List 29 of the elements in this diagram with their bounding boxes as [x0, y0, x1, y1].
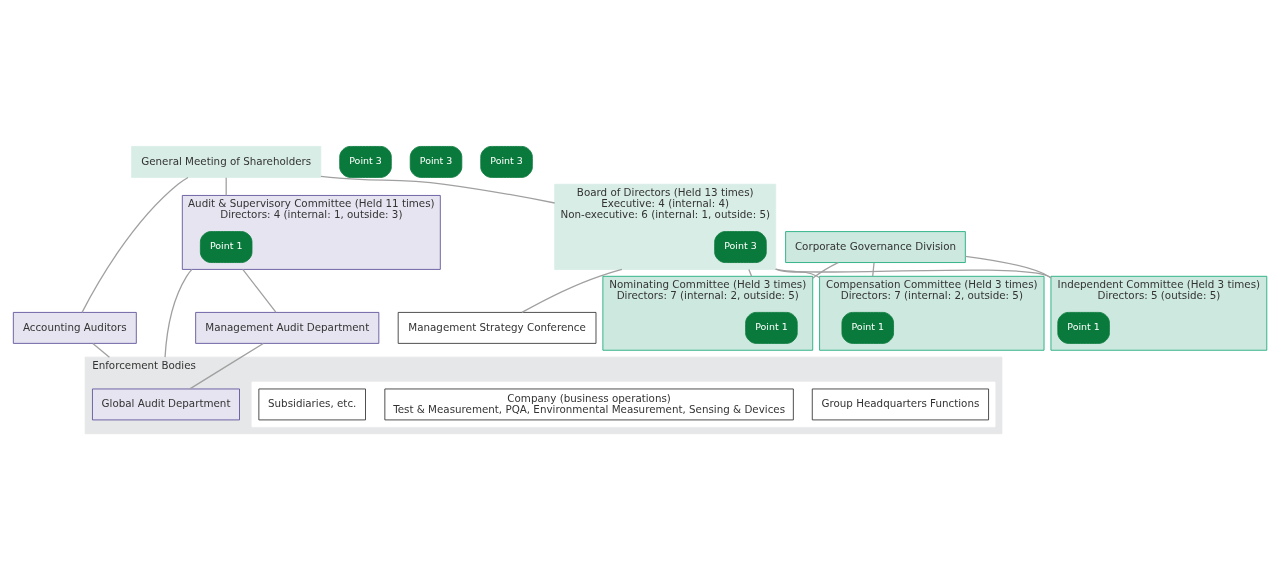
node-box: Company (business operations) Test & Measurement, PQA, Environmental Measurement, Sensing & Devices	[384, 388, 794, 420]
connector	[92, 342, 111, 358]
connector	[872, 261, 875, 277]
node-box: Point 1	[841, 311, 894, 344]
node-box: Group Headquarters Functions	[811, 388, 989, 420]
connector	[242, 268, 277, 313]
node-box: Management Strategy Conference	[397, 311, 597, 344]
node-box: Point 1	[1057, 311, 1110, 344]
connector	[812, 261, 839, 279]
connector	[748, 268, 753, 277]
node-box: Point 3	[714, 230, 767, 263]
node-box: Global Audit Department	[92, 388, 240, 420]
connector	[189, 342, 264, 389]
node-box: Corporate Governance Division	[785, 230, 966, 263]
node-box: Management Audit Department	[195, 311, 380, 344]
connector	[164, 268, 193, 358]
cluster	[251, 381, 996, 427]
connector	[521, 268, 623, 313]
connector	[964, 255, 1052, 279]
connector	[81, 176, 189, 313]
node-box: Point 3	[409, 145, 463, 178]
node-box: Point 3	[339, 145, 392, 178]
node-box: General Meeting of Shareholders	[131, 145, 322, 178]
node-box: Accounting Auditors	[12, 311, 137, 344]
node-box: Point 1	[745, 311, 798, 344]
node-box: Subsidiaries, etc.	[258, 388, 366, 420]
connector	[320, 175, 556, 204]
node-box: Point 1	[199, 230, 253, 263]
node-box: Point 3	[480, 145, 533, 178]
